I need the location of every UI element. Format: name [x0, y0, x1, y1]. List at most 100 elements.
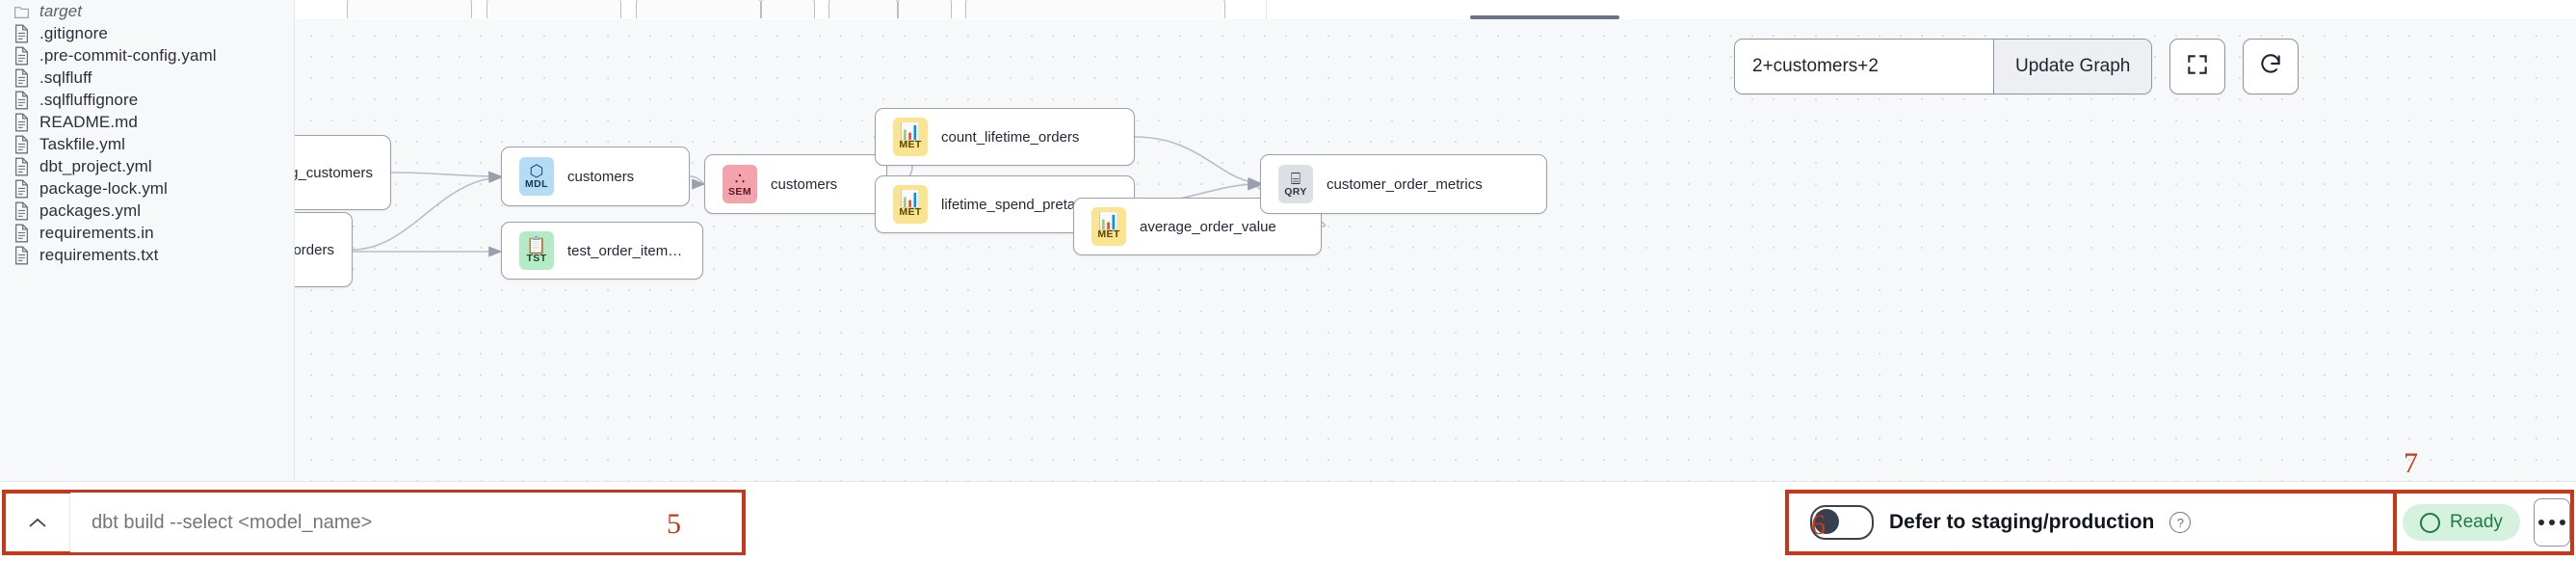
tab-stub[interactable]	[828, 0, 898, 18]
file-item-label: .pre-commit-config.yaml	[39, 46, 217, 65]
tab-stub[interactable]	[761, 0, 815, 18]
file-item-label: README.md	[39, 113, 138, 131]
graph-node-label: stg_customers	[295, 164, 373, 181]
met-glyph-icon: 📊	[900, 190, 921, 208]
file-item[interactable]: requirements.in	[0, 222, 294, 244]
node-type-code: MET	[899, 139, 922, 150]
file-icon	[13, 24, 30, 43]
file-item[interactable]: requirements.txt	[0, 244, 294, 266]
node-type-badge-met: 📊MET	[893, 118, 928, 156]
file-icon	[13, 224, 30, 243]
fullscreen-icon	[2185, 52, 2210, 82]
graph-node-label: orders	[295, 241, 334, 258]
file-item-label: .sqlfluff	[39, 68, 92, 87]
annotation-marker: 7	[2404, 447, 2418, 479]
node-type-code: TST	[526, 253, 547, 264]
file-item-label: target	[39, 2, 83, 20]
folder-icon	[13, 2, 30, 21]
status-badge[interactable]: Ready	[2403, 504, 2520, 541]
file-item[interactable]: .sqlfluff	[0, 67, 294, 89]
defer-control-group: Defer to staging/production ?	[1785, 490, 2397, 555]
status-control-group: Ready	[2397, 490, 2574, 555]
file-item[interactable]: .gitignore	[0, 22, 294, 44]
annotation-marker: 6	[1811, 509, 1826, 541]
command-input[interactable]	[70, 493, 742, 552]
help-circle-icon[interactable]: ?	[2169, 512, 2192, 533]
file-item[interactable]: .sqlfluffignore	[0, 89, 294, 111]
refresh-graph-button[interactable]	[2243, 39, 2300, 94]
file-icon	[13, 68, 30, 88]
graph-node-label: count_lifetime_orders	[941, 128, 1080, 146]
graph-node[interactable]: ⌸QRY customer_order_metrics	[1260, 154, 1547, 214]
annotation-marker: 5	[667, 508, 681, 540]
graph-node-label: lifetime_spend_pretax	[941, 196, 1083, 213]
file-item[interactable]: README.md	[0, 111, 294, 133]
file-icon	[13, 91, 30, 110]
file-item[interactable]: target	[0, 0, 294, 22]
update-graph-button[interactable]: Update Graph	[1993, 40, 2152, 94]
file-icon	[13, 179, 30, 199]
file-item-label: requirements.txt	[39, 246, 159, 264]
file-icon	[13, 201, 30, 221]
mdl-glyph-icon: ⬡	[529, 162, 544, 180]
fullscreen-button[interactable]	[2169, 39, 2226, 94]
tab-stub[interactable]	[486, 0, 621, 18]
met-glyph-icon: 📊	[1098, 212, 1119, 230]
file-item-label: dbt_project.yml	[39, 157, 152, 175]
file-icon	[13, 135, 30, 154]
node-type-code: SEM	[728, 186, 751, 198]
graph-node-label: customers	[771, 175, 838, 193]
toggle-knob	[1814, 509, 1839, 534]
file-item-label: .sqlfluffignore	[39, 91, 139, 109]
node-type-badge-sem: ∴SEM	[723, 165, 757, 203]
graph-node[interactable]: ∴SEM customers	[704, 154, 887, 214]
file-item-label: packages.yml	[39, 201, 142, 220]
node-type-code: MET	[899, 206, 922, 218]
node-type-badge-qry: ⌸QRY	[1278, 165, 1313, 203]
graph-node[interactable]: 📋TST test_order_items_compute_to_bools...	[501, 222, 703, 280]
chevron-up-icon[interactable]	[6, 494, 70, 551]
node-type-code: MET	[1097, 228, 1120, 240]
graph-node-label: test_order_items_compute_to_bools...	[567, 242, 685, 259]
node-type-badge-met: 📊MET	[1091, 207, 1126, 246]
status-ring-icon	[2420, 512, 2440, 533]
node-type-code: MDL	[525, 178, 548, 190]
graph-node-label: customer_order_metrics	[1327, 175, 1483, 193]
command-bar	[2, 490, 746, 555]
graph-node[interactable]: ⬡MDL customers	[501, 147, 690, 206]
graph-selector-input[interactable]	[1735, 40, 1993, 94]
file-item[interactable]: dbt_project.yml	[0, 155, 294, 177]
file-item-label: .gitignore	[39, 24, 108, 42]
file-item[interactable]: packages.yml	[0, 200, 294, 222]
tab-stub[interactable]	[965, 0, 1225, 18]
tab-stub[interactable]	[347, 0, 472, 18]
file-item[interactable]: package-lock.yml	[0, 177, 294, 200]
defer-label: Defer to staging/production	[1889, 511, 2155, 533]
file-item-label: requirements.in	[39, 224, 154, 242]
tab-stub[interactable]	[636, 0, 761, 18]
active-tab-indicator	[1470, 15, 1619, 19]
file-item[interactable]: Taskfile.yml	[0, 133, 294, 155]
file-icon	[13, 246, 30, 265]
refresh-icon	[2258, 52, 2283, 82]
graph-node[interactable]: orders	[295, 212, 353, 287]
file-item[interactable]: .pre-commit-config.yaml	[0, 44, 294, 67]
graph-node-label: customers	[567, 168, 635, 185]
node-type-badge-met: 📊MET	[893, 185, 928, 224]
defer-toggle[interactable]	[1810, 505, 1874, 540]
graph-node[interactable]: stg_customers	[295, 135, 391, 210]
graph-node[interactable]: 📊MET count_lifetime_orders	[875, 108, 1135, 166]
tab-stub[interactable]	[898, 0, 952, 18]
more-options-button[interactable]	[2533, 498, 2570, 547]
node-type-badge-tst: 📋TST	[519, 231, 554, 270]
graph-selector-combo: Update Graph	[1734, 39, 2153, 94]
file-icon	[13, 46, 30, 66]
file-icon	[13, 113, 30, 132]
status-label: Ready	[2450, 512, 2503, 532]
file-item-label: Taskfile.yml	[39, 135, 126, 153]
graph-toolbar: Update Graph	[1734, 39, 2300, 94]
graph-node-label: average_order_value	[1140, 218, 1276, 235]
editor-tab-strip	[295, 0, 2576, 20]
